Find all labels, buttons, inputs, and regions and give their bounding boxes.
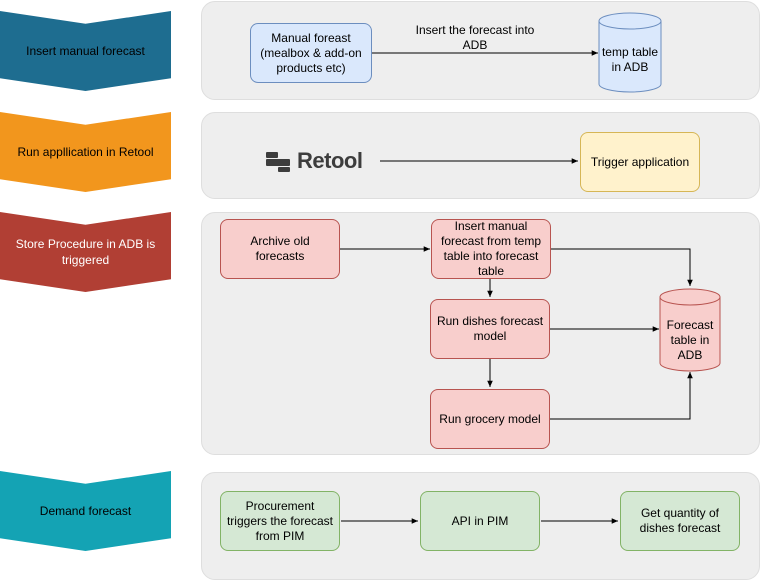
lane-4-label: Demand forecast (39, 504, 132, 518)
lane-2-label: Run appllication in Retool (17, 145, 154, 159)
trigger-application-text: Trigger application (590, 154, 690, 169)
archive-forecasts-box: Archive old forecasts (220, 219, 340, 279)
lane-3-chevron: Store Procedure in ADB is triggered (0, 212, 171, 292)
run-grocery-box: Run grocery model (430, 389, 550, 449)
lane-3-label: Store Procedure in ADB is triggered (15, 237, 156, 267)
quantity-forecast-text: Get quantity of dishes forecast (639, 506, 721, 535)
forecast-table-text: Forecast table in ADB (666, 317, 714, 362)
forecast-table-label: Forecast table in ADB (660, 310, 720, 370)
run-dishes-text: Run dishes forecast model (436, 314, 544, 343)
temp-table-text: temp table in ADB (601, 45, 659, 74)
archive-forecasts-text: Archive old forecasts (250, 234, 310, 263)
run-dishes-box: Run dishes forecast model (430, 299, 550, 359)
run-grocery-text: Run grocery model (439, 411, 541, 426)
retool-logo-icon (266, 152, 290, 172)
lane-1-label: Insert manual forecast (26, 44, 145, 58)
insert-forecast-edge-label: Insert the forecast into ADB (405, 23, 545, 53)
manual-forecast-box: Manual foreast (mealbox & add-on product… (250, 23, 372, 83)
retool-logo: Retool (265, 146, 363, 176)
lane-2-chevron: Run appllication in Retool (0, 112, 171, 192)
lane-1-chevron: Insert manual forecast (0, 11, 171, 91)
procurement-text: Procurement triggers the forecast from P… (226, 498, 334, 543)
trigger-application-box: Trigger application (580, 132, 700, 192)
insert-forecast-edge-text: Insert the forecast into ADB (415, 23, 535, 52)
insert-manual-text: Insert manual forecast from temp table i… (440, 219, 542, 278)
procurement-box: Procurement triggers the forecast from P… (220, 491, 340, 551)
api-pim-box: API in PIM (420, 491, 540, 551)
api-pim-text: API in PIM (451, 513, 509, 528)
retool-logo-text: Retool (297, 148, 363, 173)
quantity-forecast-box: Get quantity of dishes forecast (620, 491, 740, 551)
insert-manual-box: Insert manual forecast from temp table i… (431, 219, 551, 279)
manual-forecast-text: Manual foreast (mealbox & add-on product… (260, 30, 362, 75)
lane-4-chevron: Demand forecast (0, 471, 171, 551)
temp-table-label: temp table in ADB (599, 36, 661, 84)
